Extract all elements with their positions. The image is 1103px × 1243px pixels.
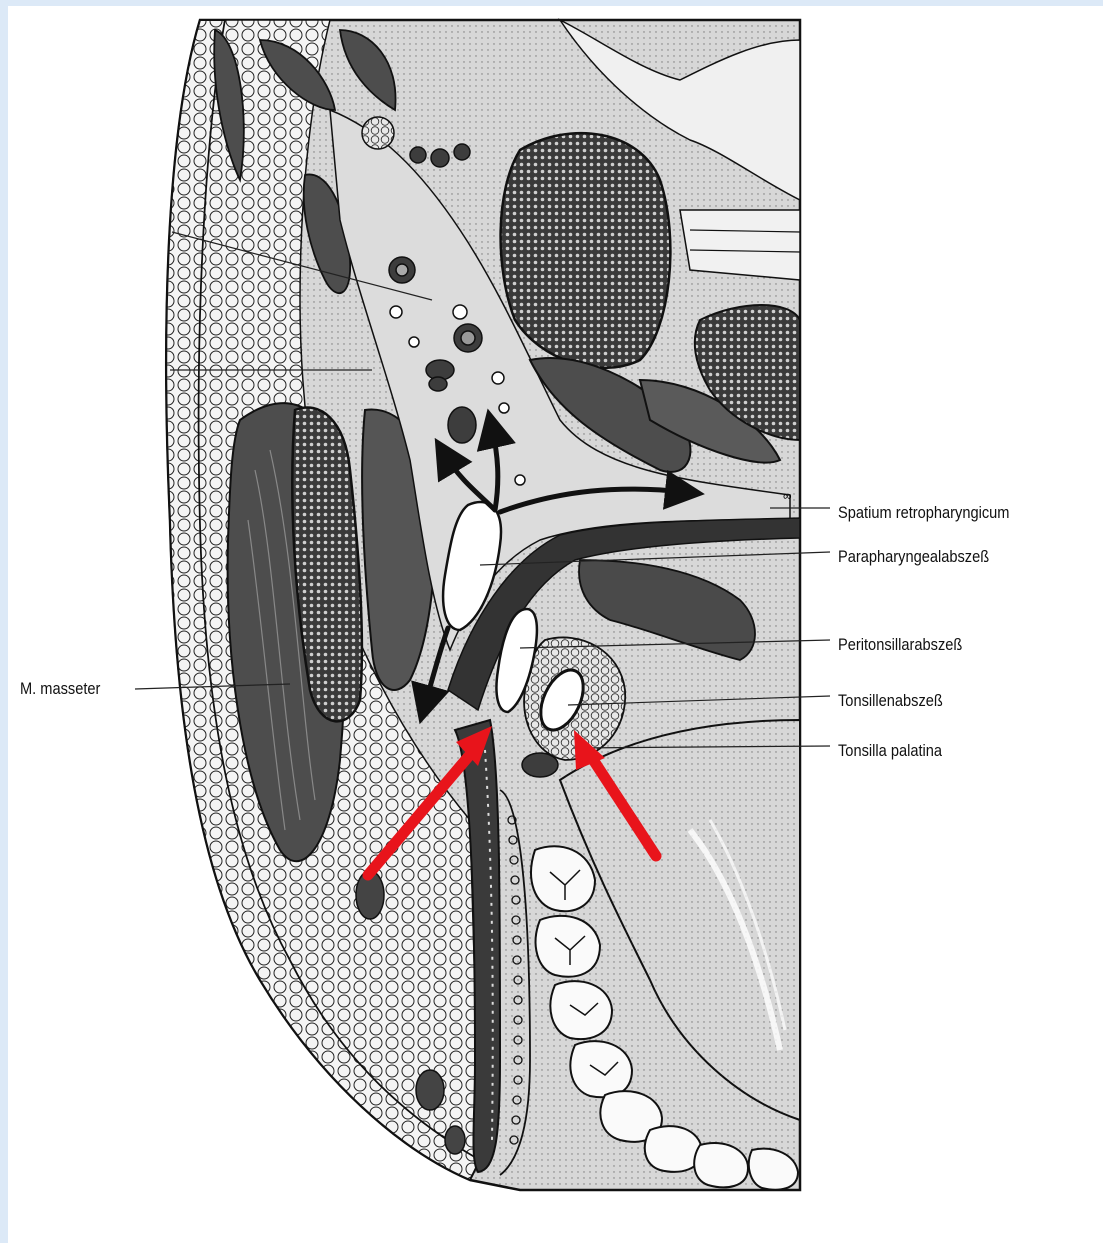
spinal-area <box>680 210 800 280</box>
anatomy-cross-section: ∞ <box>8 6 1103 1243</box>
svg-text:∞: ∞ <box>783 489 792 503</box>
vertebral-body <box>501 133 671 368</box>
label-parapharyngeal: Parapharyngealabszeß <box>838 547 989 567</box>
label-peritonsillar: Peritonsillarabszeß <box>838 635 962 655</box>
label-retropharyngicum: Spatium retropharyngicum <box>838 503 1009 523</box>
label-tonsillen: Tonsillenabszeß <box>838 691 943 711</box>
label-tonsilla: Tonsilla palatina <box>838 741 942 761</box>
illustration-frame: ∞ M. masseter Spatium retropharyngicum P… <box>8 6 1103 1243</box>
label-masseter: M. masseter <box>20 679 100 699</box>
